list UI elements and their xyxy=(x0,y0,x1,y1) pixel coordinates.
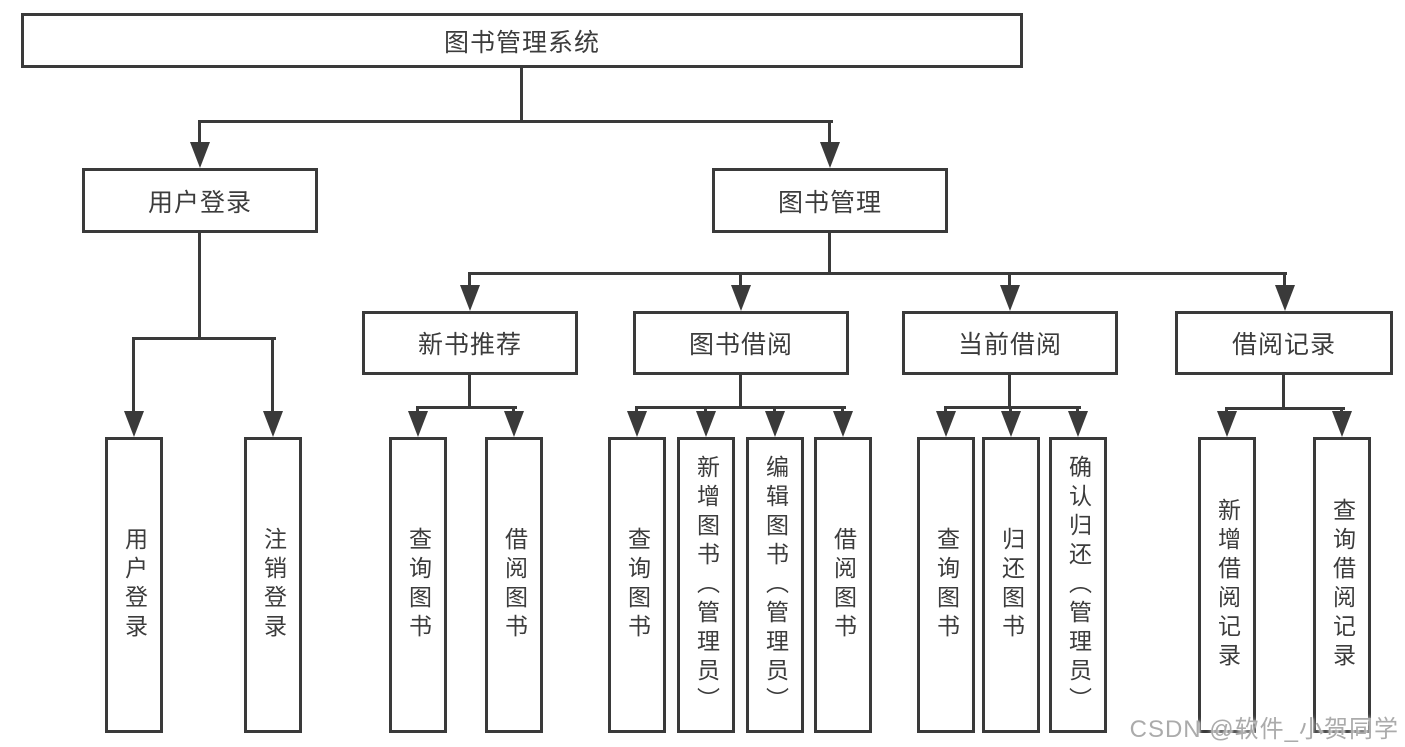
connector-leaf-stem xyxy=(635,406,638,414)
connector-book-mgmt-stem xyxy=(828,233,831,272)
node-user-login: 用户登录 xyxy=(82,168,318,233)
connector-to-user-login xyxy=(198,120,201,144)
connector-to-new-book xyxy=(468,272,471,287)
arrow-down-icon xyxy=(833,411,853,437)
leaf-logout: 注销登录 xyxy=(244,437,302,733)
arrow-down-icon xyxy=(504,411,524,437)
arrow-down-icon xyxy=(765,411,785,437)
leaf-borrow-books: 借阅图书 xyxy=(814,437,872,733)
node-book-management: 图书管理 xyxy=(712,168,948,233)
arrow-down-icon xyxy=(696,411,716,437)
leaf-edit-book-admin: 编辑图书（管理员） xyxy=(746,437,804,733)
connector-leaf-stem xyxy=(841,406,844,414)
arrow-down-icon xyxy=(731,285,751,311)
arrow-down-icon xyxy=(1217,411,1237,437)
connector-records-rail xyxy=(1225,407,1345,410)
connector-to-current-borrow xyxy=(1008,272,1011,287)
leaf-borrow-books-recommend: 借阅图书 xyxy=(485,437,543,733)
connector-to-book-mgmt xyxy=(828,120,831,144)
arrow-down-icon xyxy=(1275,285,1295,311)
connector-to-leaf-user-login xyxy=(132,337,135,413)
connector-current-stem xyxy=(1008,375,1011,406)
leaf-add-borrow-record: 新增借阅记录 xyxy=(1198,437,1256,733)
arrow-down-icon xyxy=(124,411,144,437)
leaf-confirm-return-admin: 确认归还（管理员） xyxy=(1049,437,1107,733)
node-new-book-recommend: 新书推荐 xyxy=(362,311,578,375)
connector-root-stem xyxy=(520,68,523,120)
connector-leaf-stem xyxy=(416,406,419,414)
connector-recommend-stem xyxy=(468,375,471,406)
leaf-query-books-recommend: 查询图书 xyxy=(389,437,447,733)
connector-to-book-borrow xyxy=(739,272,742,287)
connector-leaf-stem xyxy=(1076,406,1079,414)
connector-records-stem xyxy=(1282,375,1285,408)
connector-book-borrow-rail xyxy=(635,406,846,409)
connector-root-rail xyxy=(198,120,833,123)
leaf-query-books-current: 查询图书 xyxy=(917,437,975,733)
connector-leaf-stem xyxy=(944,406,947,414)
connector-book-mgmt-rail xyxy=(468,272,1287,275)
arrow-down-icon xyxy=(1000,285,1020,311)
connector-leaf-stem xyxy=(512,406,515,414)
connector-leaf-stem xyxy=(1340,407,1343,414)
connector-user-login-stem xyxy=(198,233,201,337)
connector-leaf-stem xyxy=(1009,406,1012,414)
connector-leaf-stem xyxy=(1225,407,1228,414)
connector-current-rail xyxy=(944,406,1081,409)
arrow-down-icon xyxy=(408,411,428,437)
node-current-borrow: 当前借阅 xyxy=(902,311,1118,375)
arrow-down-icon xyxy=(190,142,210,168)
arrow-down-icon xyxy=(1068,411,1088,437)
arrow-down-icon xyxy=(936,411,956,437)
arrow-down-icon xyxy=(1332,411,1352,437)
arrow-down-icon xyxy=(1001,411,1021,437)
arrow-down-icon xyxy=(820,142,840,168)
watermark: CSDN @软件_小贺同学 xyxy=(1129,716,1399,743)
connector-leaf-stem xyxy=(704,406,707,414)
connector-to-leaf-logout xyxy=(271,337,274,413)
node-library-system: 图书管理系统 xyxy=(21,13,1023,68)
connector-to-borrow-records xyxy=(1283,272,1286,287)
leaf-query-borrow-record: 查询借阅记录 xyxy=(1313,437,1371,733)
connector-user-login-rail xyxy=(132,337,276,340)
leaf-query-books-borrow: 查询图书 xyxy=(608,437,666,733)
node-book-borrow: 图书借阅 xyxy=(633,311,849,375)
connector-recommend-rail xyxy=(416,406,517,409)
arrow-down-icon xyxy=(460,285,480,311)
leaf-return-book: 归还图书 xyxy=(982,437,1040,733)
leaf-user-login: 用户登录 xyxy=(105,437,163,733)
connector-leaf-stem xyxy=(773,406,776,414)
arrow-down-icon xyxy=(263,411,283,437)
arrow-down-icon xyxy=(627,411,647,437)
node-borrow-records: 借阅记录 xyxy=(1175,311,1393,375)
connector-book-borrow-stem xyxy=(739,375,742,406)
leaf-add-book-admin: 新增图书（管理员） xyxy=(677,437,735,733)
